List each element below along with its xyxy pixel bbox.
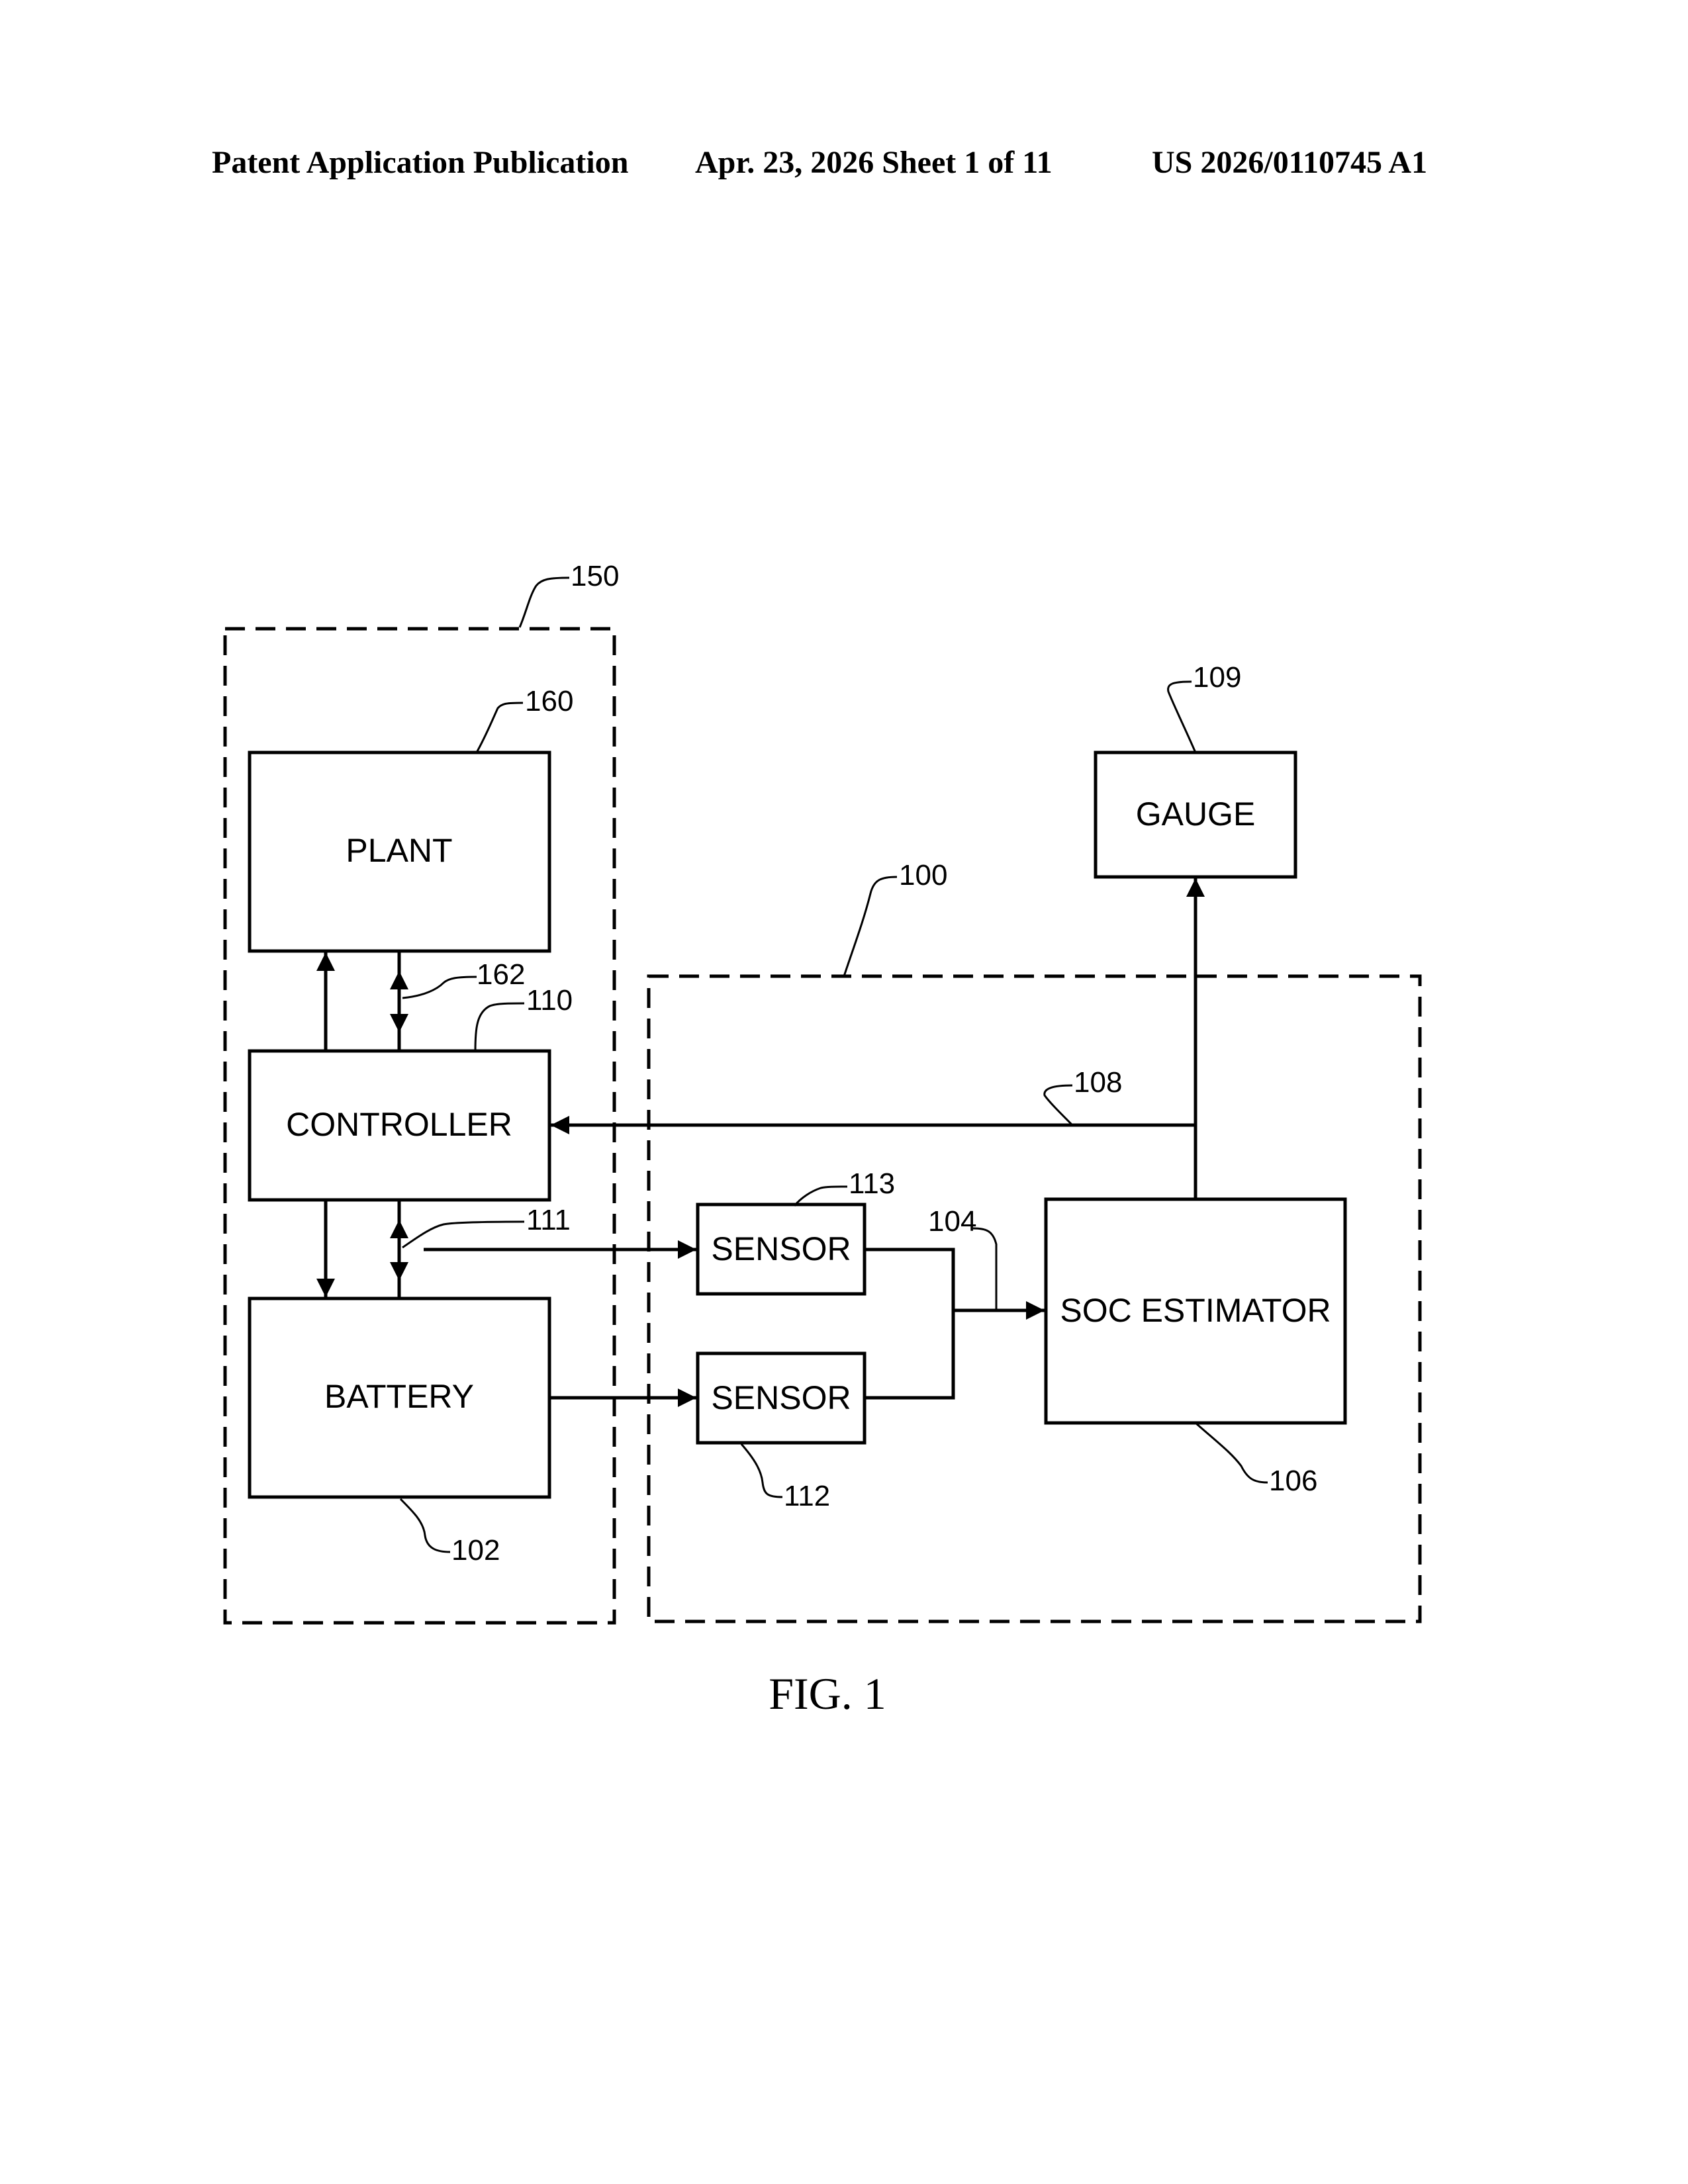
ref-100: 100 [899, 859, 947, 891]
leader-111 [402, 1222, 524, 1248]
ref-108: 108 [1074, 1066, 1122, 1099]
ref-160: 160 [525, 685, 573, 717]
ref-109: 109 [1193, 661, 1241, 694]
leader-160 [477, 703, 523, 752]
ref-112: 112 [784, 1480, 830, 1512]
plant-label: PLANT [346, 832, 452, 869]
ref-104: 104 [928, 1205, 976, 1238]
leader-106 [1196, 1423, 1268, 1482]
sensor-bottom-output-line [865, 1310, 953, 1398]
sensor-top-label: SENSOR [711, 1230, 851, 1267]
controller-label: CONTROLLER [286, 1106, 512, 1143]
ref-113: 113 [849, 1167, 895, 1200]
ref-162: 162 [477, 958, 525, 991]
ref-111: 111 [526, 1204, 571, 1236]
leader-108 [1045, 1085, 1072, 1125]
leader-102 [400, 1499, 450, 1552]
sensor-bottom-label: SENSOR [711, 1379, 851, 1416]
figure-caption: FIG. 1 [769, 1668, 886, 1719]
leader-150 [520, 578, 569, 627]
ref-102: 102 [451, 1534, 500, 1567]
leader-112 [741, 1444, 782, 1497]
sensor-top-output-line [865, 1250, 953, 1310]
leader-109 [1168, 682, 1196, 752]
ref-150: 150 [571, 560, 619, 592]
soc-estimator-label: SOC ESTIMATOR [1060, 1292, 1331, 1329]
leader-110 [475, 1003, 524, 1051]
battery-label: BATTERY [324, 1378, 474, 1415]
leader-162 [402, 977, 477, 998]
leader-104 [973, 1228, 996, 1310]
leader-100 [844, 877, 897, 976]
ref-110: 110 [526, 984, 573, 1017]
ref-106: 106 [1269, 1465, 1317, 1497]
gauge-label: GAUGE [1136, 796, 1256, 833]
